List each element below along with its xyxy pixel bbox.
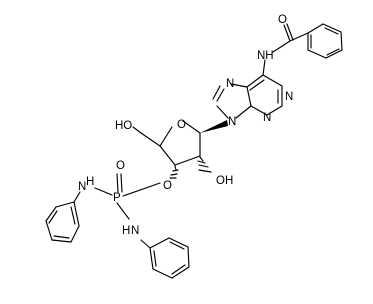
phosphoramidate [73, 173, 161, 249]
label-ester-oxygen: O [163, 180, 172, 192]
label-nh-left-h: H [86, 176, 94, 188]
label-nh-left-n: N [78, 181, 86, 193]
label-purine-n1: N [285, 91, 293, 103]
label-purine-n9: N [228, 116, 236, 128]
purine-system [212, 59, 283, 119]
label-nh-lower-h: H [122, 225, 130, 237]
label-hydroxymethyl-oh: HO [115, 120, 132, 132]
label-2-hydroxyl: OH [216, 175, 233, 187]
label-phosphorus: P [113, 192, 121, 204]
label-nh-lower-n: N [131, 225, 139, 237]
phenyl-ring-left [45, 201, 80, 243]
hashed-bond-c3 [169, 165, 179, 179]
amide-carbonyl [272, 23, 309, 53]
label-purine-n3: N [263, 112, 271, 124]
ribose-ring [132, 120, 228, 179]
label-amide-nh: NH [257, 50, 274, 62]
label-purine-n7: N [226, 78, 234, 90]
benzoyl-phenyl-ring [307, 23, 343, 59]
label-amide-o: O [278, 14, 287, 26]
phenyl-ring-bottom [149, 237, 190, 279]
atom-labels: NH O N N N N HO O OH O P H N O H N [78, 14, 293, 237]
label-ring-oxygen: O [177, 119, 186, 131]
label-phosphoryl-oxygen: O [116, 160, 125, 172]
hashed-bond-c2 [197, 156, 212, 173]
